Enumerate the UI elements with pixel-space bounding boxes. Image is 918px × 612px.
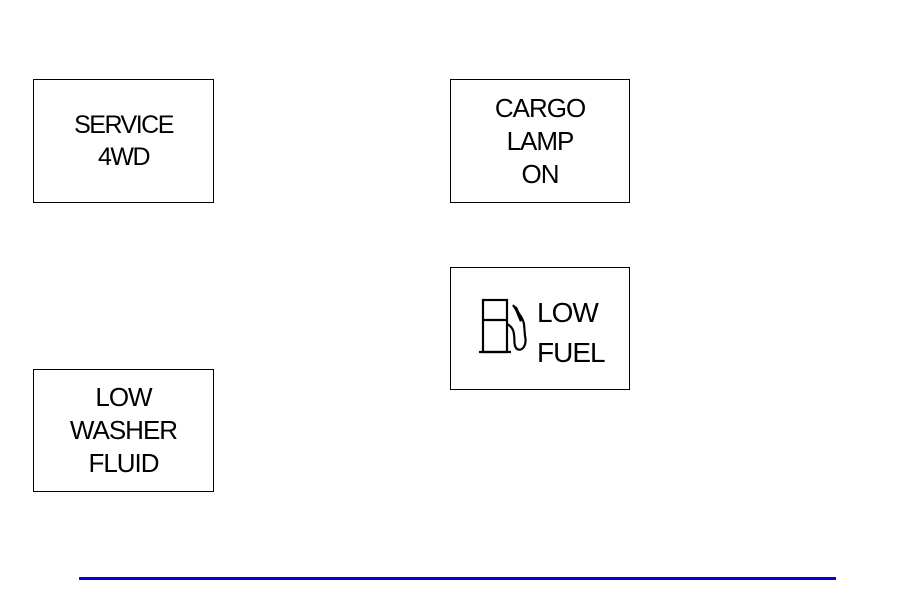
low-washer-fluid-indicator: LOW WASHER FLUID <box>33 369 214 492</box>
service-4wd-indicator: SERVICE 4WD <box>33 79 214 203</box>
low-fuel-indicator: LOW FUEL <box>450 267 630 390</box>
indicator-text-line: WASHER <box>70 414 177 447</box>
indicator-text-line: ON <box>522 158 559 191</box>
footer-divider <box>79 577 836 580</box>
low-fuel-label: LOW FUEL <box>537 293 605 373</box>
indicator-text-line: FUEL <box>537 333 605 373</box>
indicator-text-line: 4WD <box>98 141 149 173</box>
indicator-text-line: LOW <box>537 293 605 333</box>
indicator-text-line: CARGO <box>495 92 585 125</box>
indicator-text-line: FLUID <box>88 447 158 480</box>
indicator-text-line: LAMP <box>507 125 574 158</box>
fuel-pump-icon <box>479 294 531 358</box>
indicator-text-line: SERVICE <box>74 109 173 141</box>
cargo-lamp-on-indicator: CARGO LAMP ON <box>450 79 630 203</box>
indicator-text-line: LOW <box>95 381 151 414</box>
